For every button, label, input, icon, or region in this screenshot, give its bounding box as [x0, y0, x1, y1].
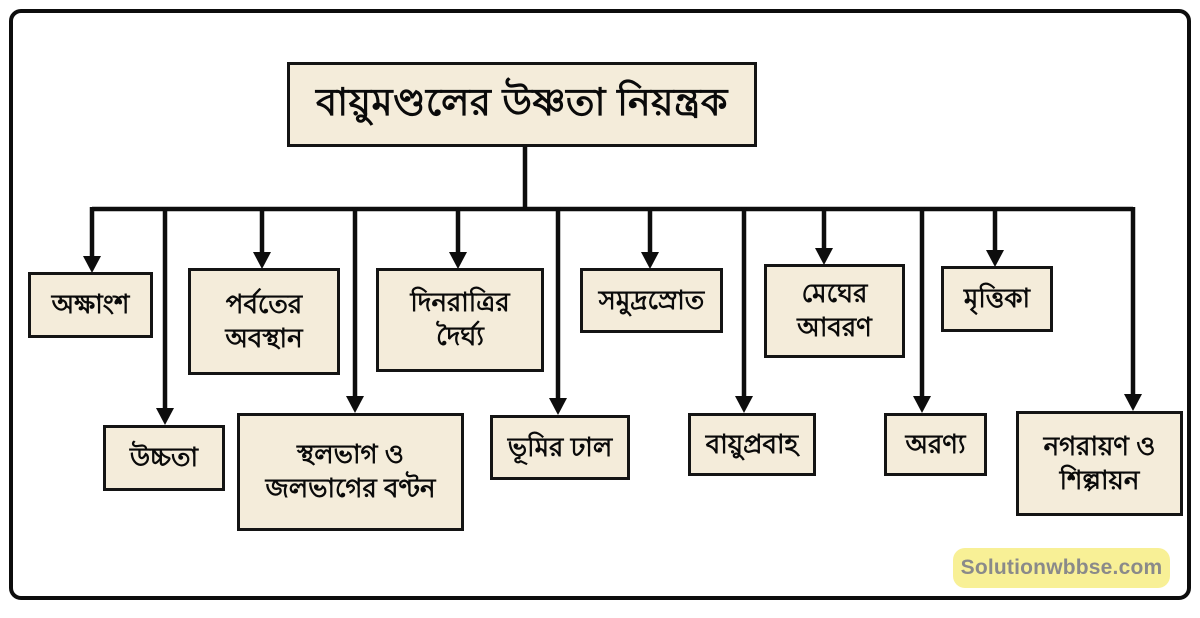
arrow-down-icon: [815, 248, 833, 265]
watermark-label: Solutionwbbse.com: [960, 556, 1163, 579]
arrow-down-icon: [735, 396, 753, 413]
node-soil: মৃত্তিকা: [941, 266, 1053, 332]
node-forest: অরণ্য: [884, 413, 987, 476]
arrow-down-icon: [156, 408, 174, 425]
node-urbanization-industrialization: নগরায়ণ ও শিল্পায়ন: [1016, 411, 1183, 516]
arrow-down-icon: [913, 396, 931, 413]
diagram-title: বায়ুমণ্ডলের উষ্ণতা নিয়ন্ত্রক: [287, 62, 757, 147]
arrowheads: [83, 248, 1142, 425]
arrow-down-icon: [1124, 394, 1142, 411]
node-wind-flow: বায়ুপ্রবাহ: [688, 413, 816, 476]
node-mountain-position: পর্বতের অবস্থান: [188, 268, 340, 375]
arrow-down-icon: [83, 256, 101, 273]
arrow-down-icon: [549, 398, 567, 415]
arrow-down-icon: [449, 252, 467, 269]
arrow-down-icon: [986, 250, 1004, 267]
node-latitude: অক্ষাংশ: [28, 272, 153, 338]
diagram-title-label: বায়ুমণ্ডলের উষ্ণতা নিয়ন্ত্রক: [315, 81, 729, 124]
node-land-slope: ভূমির ঢাল: [490, 415, 630, 480]
node-day-night-length: দিনরাত্রির দৈর্ঘ্য: [376, 268, 544, 372]
node-ocean-currents: সমুদ্রস্রোত: [580, 268, 723, 333]
node-cloud-cover: মেঘের আবরণ: [764, 264, 905, 358]
arrow-down-icon: [253, 252, 271, 269]
watermark-badge: Solutionwbbse.com: [953, 548, 1170, 588]
node-altitude: উচ্চতা: [103, 425, 225, 491]
arrow-down-icon: [641, 252, 659, 269]
arrow-down-icon: [346, 396, 364, 413]
node-land-water-distribution: স্থলভাগ ও জলভাগের বণ্টন: [237, 413, 464, 531]
